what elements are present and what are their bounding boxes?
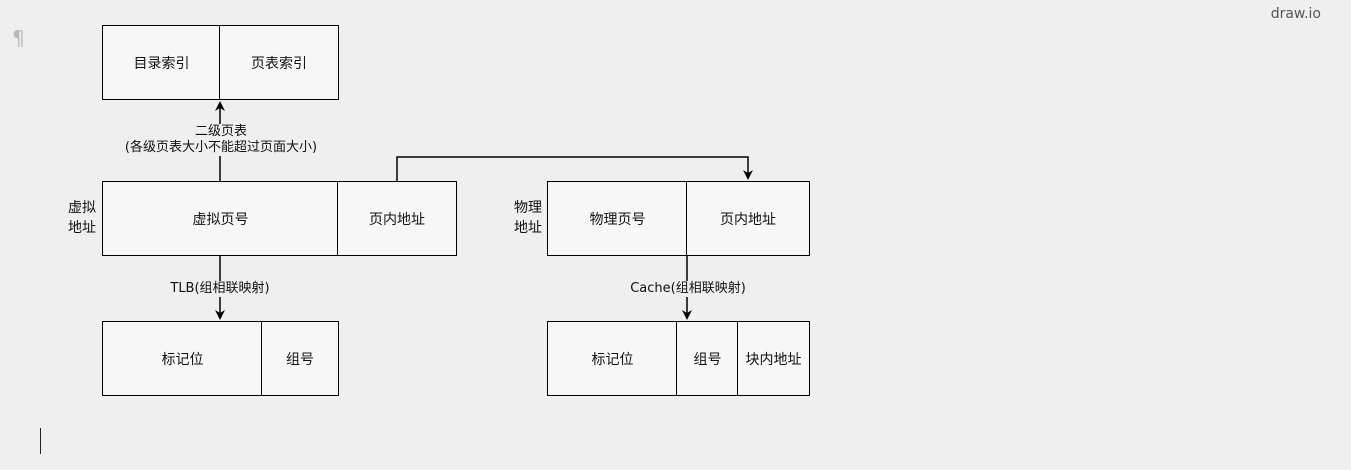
virtual-side-line2: 地址 [68,220,96,236]
virtual-address-side-label: 虚拟 地址 [62,198,102,238]
tlb-tag-cell[interactable]: 标记位 [102,321,263,396]
two-level-label: 二级页表 (各级页表大小不能超过页面大小) [122,124,320,156]
pilcrow-icon: ¶ [12,26,25,50]
physical-page-offset-cell[interactable]: 页内地址 [686,181,810,256]
physical-side-line1: 物理 [514,200,542,216]
cache-label: Cache(组相联映射) [626,281,750,297]
text-cursor [40,428,41,454]
drawio-watermark: draw.io [1270,6,1321,22]
virtual-page-number-cell[interactable]: 虚拟页号 [102,181,339,256]
two-level-label-line1: 二级页表 [194,124,247,139]
cache-tag-cell[interactable]: 标记位 [547,321,678,396]
cache-set-cell[interactable]: 组号 [676,321,739,396]
tlb-label: TLB(组相联映射) [162,281,278,297]
physical-page-number-cell[interactable]: 物理页号 [547,181,688,256]
physical-side-line2: 地址 [514,220,542,236]
physical-address-side-label: 物理 地址 [508,198,548,238]
arrow-offset-copy[interactable] [396,156,753,181]
cache-block-offset-cell[interactable]: 块内地址 [737,321,810,396]
virtual-page-offset-cell[interactable]: 页内地址 [337,181,457,256]
page-table-index-cell[interactable]: 页表索引 [219,25,339,100]
directory-index-cell[interactable]: 目录索引 [102,25,221,100]
two-level-label-line2: (各级页表大小不能超过页面大小) [124,140,318,155]
tlb-set-cell[interactable]: 组号 [261,321,339,396]
virtual-side-line1: 虚拟 [68,200,96,216]
